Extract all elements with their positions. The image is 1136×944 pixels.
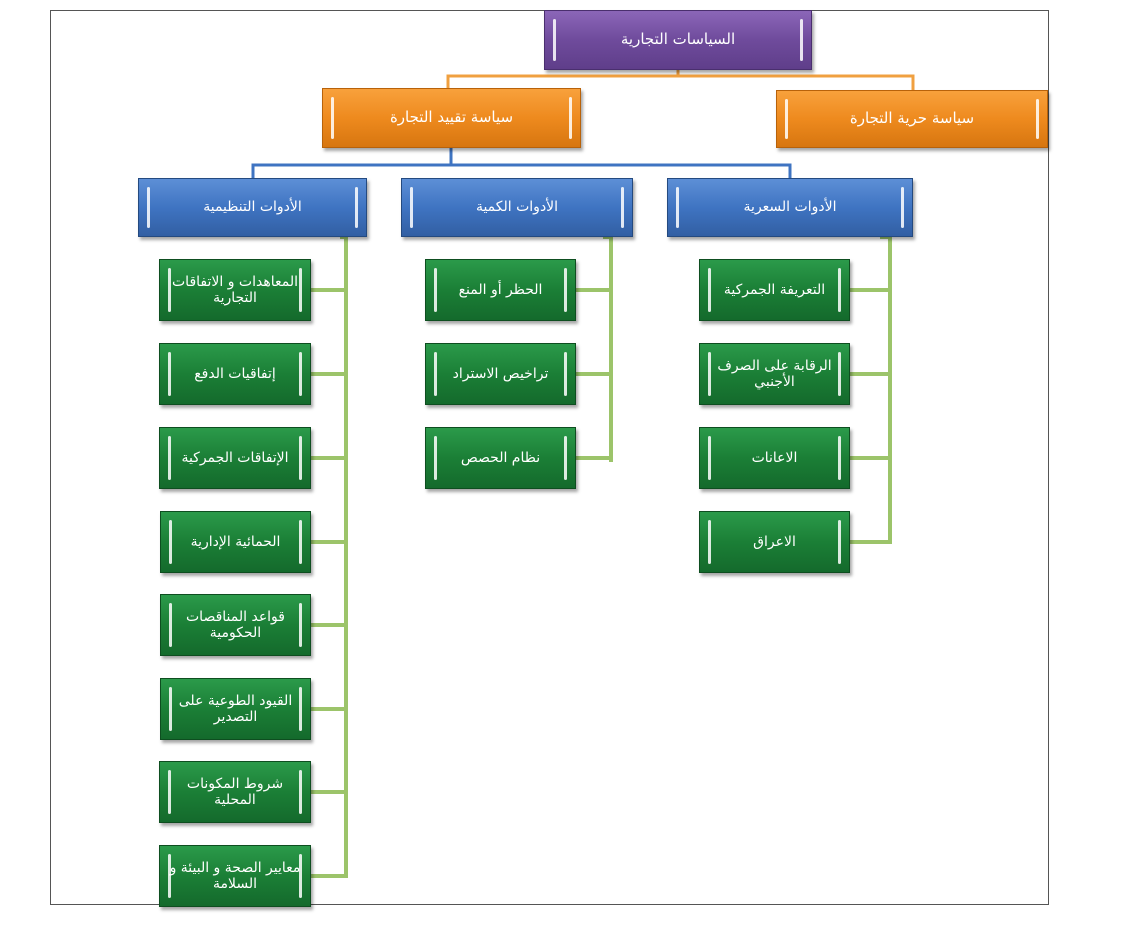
item-label: القيود الطوعية على التصدير xyxy=(178,692,293,725)
item-label: الحظر أو المنع xyxy=(458,281,543,298)
item-customs-agreements: الإتفاقات الجمركية xyxy=(159,427,311,489)
item-subsidies: الاعانات xyxy=(699,427,850,489)
root-label: السياسات التجارية xyxy=(620,30,736,49)
group-label: الأدوات التنظيمية xyxy=(203,199,302,216)
connector-policy-groups xyxy=(251,148,792,178)
policy-label: سياسة تقييد التجارة xyxy=(389,108,514,127)
group-regulatory-tools: الأدوات التنظيمية xyxy=(138,178,367,237)
group-quantity-tools: الأدوات الكمية xyxy=(401,178,633,237)
item-label: تراخيص الاستراد xyxy=(452,365,549,382)
group-price-tools: الأدوات السعرية xyxy=(667,178,913,237)
item-label: التعريفة الجمركية xyxy=(723,281,826,298)
item-label: معايير الصحة و البيئة و السلامة xyxy=(169,859,301,892)
policy-trade-restriction: سياسة تقييد التجارة xyxy=(322,88,581,148)
item-label: قواعد المناقصات الحكومية xyxy=(186,608,285,641)
item-label: الحمائية الإدارية xyxy=(190,533,281,550)
item-import-licenses: تراخيص الاستراد xyxy=(425,343,576,405)
item-label: الرقابة على الصرف الأجنبي xyxy=(717,357,832,390)
item-exchange-control: الرقابة على الصرف الأجنبي xyxy=(699,343,850,405)
group-label: الأدوات الكمية xyxy=(475,199,559,216)
connector-root-policies xyxy=(446,70,915,90)
item-voluntary-export-restraints: القيود الطوعية على التصدير xyxy=(160,678,311,740)
item-label: الاعراق xyxy=(753,533,796,550)
group-label: الأدوات السعرية xyxy=(743,199,837,216)
item-label: شروط المكونات المحلية xyxy=(186,775,284,808)
item-label: الإتفاقات الجمركية xyxy=(181,449,289,466)
item-label: إتفاقيات الدفع xyxy=(194,365,276,382)
item-quota-system: نظام الحصص xyxy=(425,427,576,489)
item-dumping: الاعراق xyxy=(699,511,850,573)
connector-regulatory-items xyxy=(311,235,348,878)
item-payment-agreements: إتفاقيات الدفع xyxy=(159,343,311,405)
policy-free-trade: سياسة حرية التجارة xyxy=(776,90,1048,148)
item-ban: الحظر أو المنع xyxy=(425,259,576,321)
item-customs-tariff: التعريفة الجمركية xyxy=(699,259,850,321)
policy-label: سياسة حرية التجارة xyxy=(849,109,975,128)
item-label: المعاهدات و الاتفاقات التجارية xyxy=(172,273,298,306)
item-administrative-protection: الحمائية الإدارية xyxy=(160,511,311,573)
root-node: السياسات التجارية xyxy=(544,10,812,70)
item-government-procurement: قواعد المناقصات الحكومية xyxy=(160,594,311,656)
item-local-content: شروط المكونات المحلية xyxy=(159,761,311,823)
item-label: الاعانات xyxy=(751,449,798,466)
item-label: نظام الحصص xyxy=(460,449,541,466)
connector-price-items xyxy=(850,235,892,544)
item-trade-agreements: المعاهدات و الاتفاقات التجارية xyxy=(159,259,311,321)
item-health-environment-safety: معايير الصحة و البيئة و السلامة xyxy=(159,845,311,907)
connector-quantity-items xyxy=(576,235,613,462)
